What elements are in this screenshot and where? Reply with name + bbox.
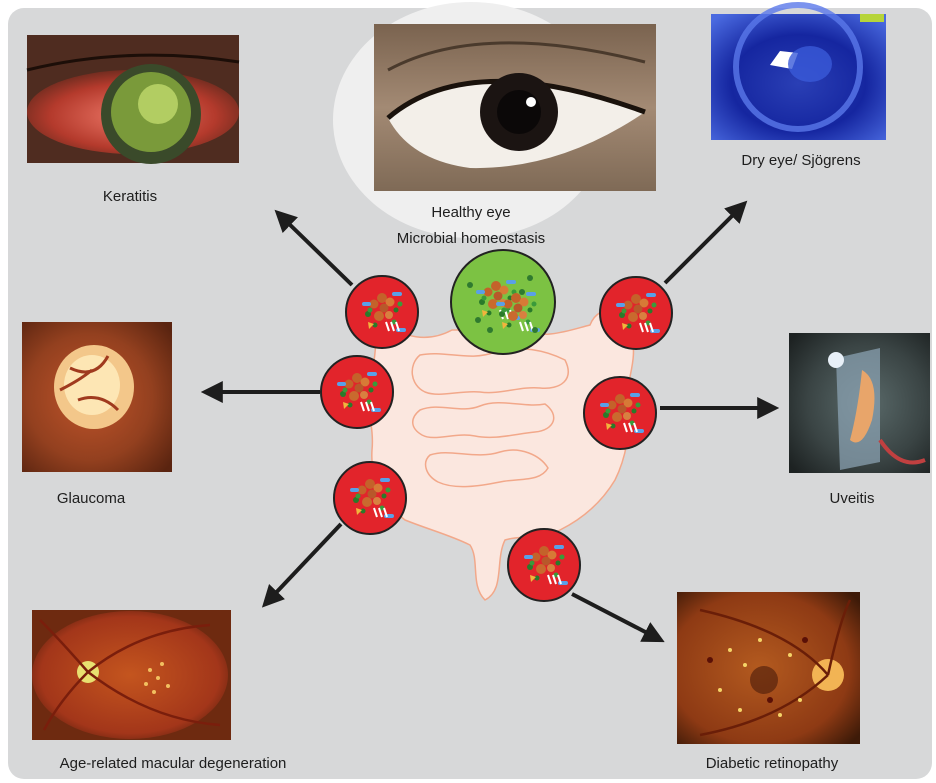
keratitis-eye-photo xyxy=(27,35,239,164)
amd-label: Age-related macular degeneration xyxy=(18,755,328,772)
keratitis-label: Keratitis xyxy=(70,188,190,205)
slit-lamp-photo xyxy=(789,333,930,473)
healthy-eye-label: Healthy eye xyxy=(421,204,521,221)
dysbiosis-circle-uveitis xyxy=(584,377,656,449)
gut-microbiome-icon xyxy=(451,250,555,354)
dry-eye-label: Dry eye/ Sjögrens xyxy=(716,152,886,169)
diabetic-retinopathy-label: Diabetic retinopathy xyxy=(672,755,872,772)
diabetic-fundus-photo xyxy=(677,592,860,744)
optic-disc-fundus-photo xyxy=(22,322,172,472)
uveitis-label: Uveitis xyxy=(812,490,892,507)
dry-eye-fluorescein-photo xyxy=(711,5,886,140)
dysbiosis-circle-keratitis xyxy=(346,276,418,348)
dysbiosis-circle-amd xyxy=(334,462,406,534)
healthy-eye-photo xyxy=(374,24,656,191)
dysbiosis-circle-glaucoma xyxy=(321,356,393,428)
dysbiosis-circle-dry-eye xyxy=(600,277,672,349)
macular-fundus-photo xyxy=(32,610,231,740)
glaucoma-label: Glaucoma xyxy=(36,490,146,507)
homeostasis-label: Microbial homeostasis xyxy=(386,230,556,247)
dysbiosis-circle-diabetic-retinopathy xyxy=(508,529,580,601)
